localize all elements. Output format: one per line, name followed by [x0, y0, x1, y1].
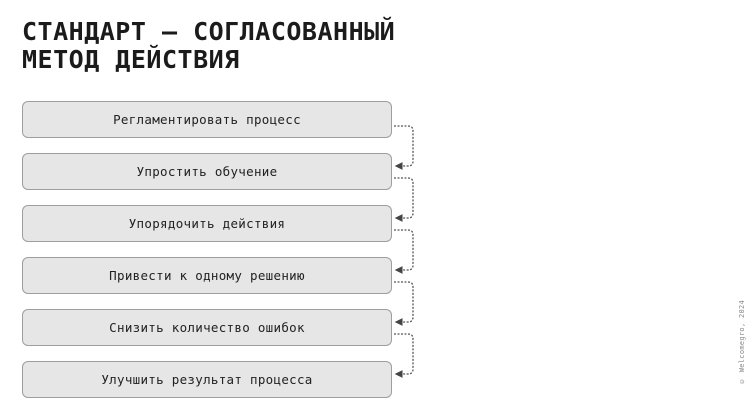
step-box-5: Снизить количество ошибок: [22, 309, 392, 346]
step-box-6: Улучшить результат процесса: [22, 361, 392, 398]
connector-arrow-5: [394, 333, 414, 378]
step-box-3: Упорядочить действия: [22, 205, 392, 242]
copyright-text: © Welcomegro, 2024: [738, 300, 746, 386]
step-box-1: Регламентировать процесс: [22, 101, 392, 138]
title-line-2: МЕТОД ДЕЙСТВИЯ: [22, 45, 240, 74]
page-title: СТАНДАРТ – СОГЛАСОВАННЫЙ МЕТОД ДЕЙСТВИЯ: [22, 18, 395, 74]
connector-arrow-4: [394, 281, 414, 326]
title-line-1: СТАНДАРТ – СОГЛАСОВАННЫЙ: [22, 17, 396, 46]
step-box-2: Упростить обучение: [22, 153, 392, 190]
connector-arrow-3: [394, 229, 414, 274]
connector-arrow-2: [394, 177, 414, 222]
step-box-4: Привести к одному решению: [22, 257, 392, 294]
connector-arrow-1: [394, 125, 414, 170]
